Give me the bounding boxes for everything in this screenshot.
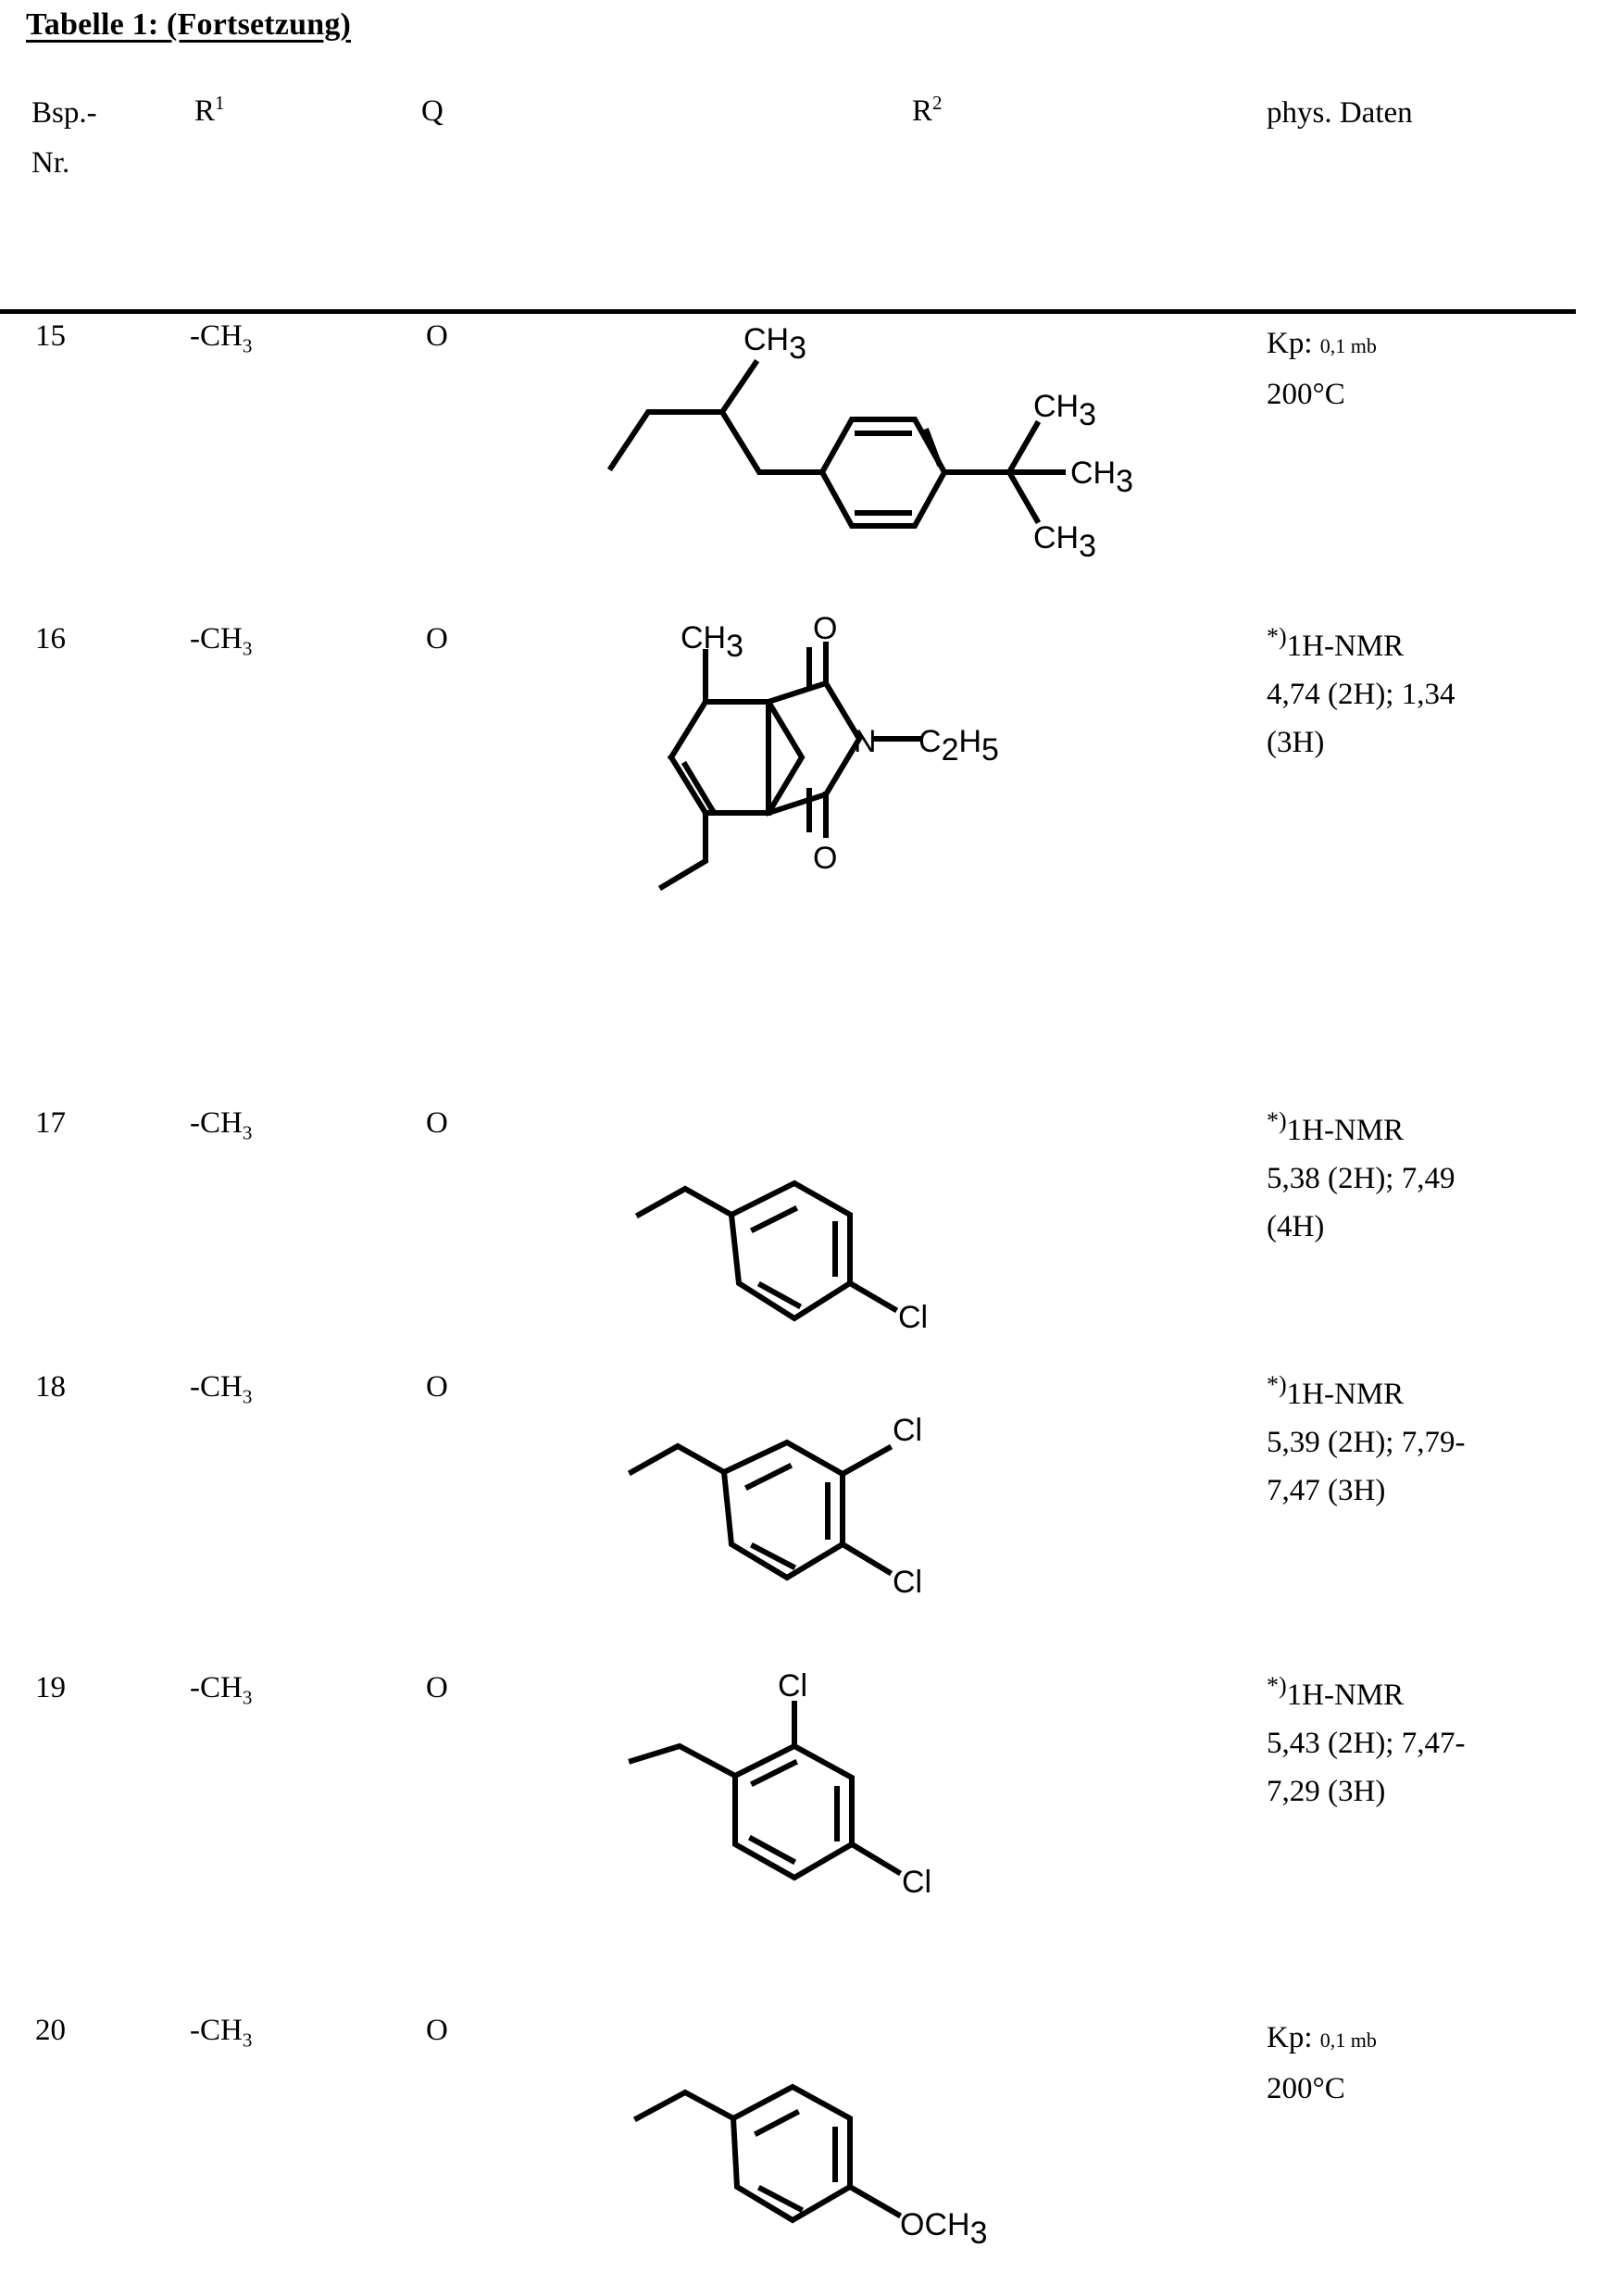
phys-line: *)1H-NMR [1267,1371,1405,1412]
label-ch3-b: CH3 [1070,456,1133,499]
structure-svg-20: OCH3 [632,2083,987,2251]
column-header-r2-superscript: 2 [932,92,943,114]
cell-r1-text: -CH [190,1370,243,1404]
phys-line: Kp: 0,1 mb [1267,327,1377,360]
label-n: N [854,724,877,759]
structure-row-16: CH3 O O N C2H5 [593,611,1074,917]
table-row: 20 [35,2014,66,2047]
table-header-rule [0,309,1576,314]
table-row: 17 [35,1106,66,1140]
column-header-phys-daten: phys. Daten [1267,96,1413,130]
cell-r1-subscript: 3 [242,637,253,660]
structure-svg-16: CH3 O O N C2H5 [657,611,999,892]
phys-line: 5,43 (2H); 7,47- [1267,1727,1466,1760]
label-o-bottom: O [813,841,837,876]
cell-phys-row-16: *)1H-NMR 4,74 (2H); 1,34 (3H) [1267,622,1455,767]
structure-svg-17: Cl [634,1180,928,1335]
phys-line: 7,29 (3H) [1267,1775,1386,1808]
cell-r1-row-15: -CH3 [190,319,253,357]
label-ch3-a: CH3 [1033,389,1096,432]
structure-row-15: CH3 CH3 CH3 CH3 [574,315,1259,564]
phys-line: 200°C [1267,2072,1345,2105]
phys-line: *)1H-NMR [1267,1672,1405,1713]
label-ch3-row16: CH3 [681,620,743,664]
cell-q-row-16: O [426,622,448,655]
label-cl-upper-row18: Cl [893,1413,922,1448]
structure-row-17: Cl [630,1148,1056,1352]
cell-q-row-15: O [426,319,448,353]
phys-line: 4,74 (2H); 1,34 [1267,678,1455,711]
cell-phys-row-17: *)1H-NMR 5,38 (2H); 7,49 (4H) [1267,1106,1455,1251]
column-header-r1: R1 [194,94,225,129]
structure-svg-15: CH3 CH3 CH3 CH3 [606,322,1133,564]
label-cl-top-row19: Cl [778,1668,807,1704]
cell-r1-subscript: 3 [242,1121,253,1144]
cell-r1-text: -CH [190,319,243,353]
table-row: 18 [35,1370,66,1404]
cell-phys-row-19: *)1H-NMR 5,43 (2H); 7,47- 7,29 (3H) [1267,1671,1465,1816]
column-header-q: Q [421,94,443,128]
label-o-top: O [813,611,837,646]
phys-line: (3H) [1267,726,1325,759]
phys-line: 7,47 (3H) [1267,1474,1386,1507]
column-header-r1-superscript: 1 [215,92,225,114]
cell-phys-row-15: Kp: 0,1 mb 200°C [1267,319,1377,418]
cell-r1-row-18: -CH3 [190,1370,252,1406]
label-c2h5: C2H5 [918,724,999,768]
cell-r1-text: -CH [190,622,243,655]
cell-q-row-17: O [426,1106,448,1140]
table-row: 16 [35,622,66,655]
column-header-r1-base: R [194,94,216,128]
cell-q-row-18: O [426,1370,448,1404]
structure-row-19: Cl Cl [622,1657,1057,1916]
cell-q-row-19: O [426,1671,448,1704]
cell-r1-subscript: 3 [242,1686,253,1709]
structure-row-20: OCH3 [628,2048,1072,2270]
column-header-bsp-line2: Nr. [31,146,70,180]
cell-phys-row-20: Kp: 0,1 mb 200°C [1267,2014,1377,2113]
column-header-r2: R2 [912,94,943,129]
table-row: 15 [35,319,66,353]
cell-r1-row-19: -CH3 [190,1671,252,1707]
structure-row-18: Cl Cl [622,1407,1057,1620]
phys-line: Kp: 0,1 mb [1267,2021,1377,2054]
label-cl-right-row19: Cl [902,1865,931,1900]
label-ch3-top: CH3 [743,322,806,366]
phys-line: *)1H-NMR [1267,623,1405,664]
label-cl-lower-row18: Cl [893,1565,922,1600]
label-ch3-c: CH3 [1033,520,1096,564]
page-title: Tabelle 1: (Fortsetzung) [26,7,352,42]
phys-line: 200°C [1267,378,1345,411]
cell-r1-subscript: 3 [242,2029,253,2052]
cell-r1-subscript: 3 [242,334,253,357]
phys-line: 5,38 (2H); 7,49 [1267,1162,1455,1195]
label-och3-row20: OCH3 [900,2207,987,2251]
cell-r1-text: -CH [190,2014,243,2047]
cell-r1-row-16: -CH3 [190,622,252,658]
cell-r1-row-17: -CH3 [190,1106,253,1144]
structure-svg-19: Cl Cl [628,1668,931,1900]
cell-r1-text: -CH [190,1106,243,1140]
cell-q-row-20: O [426,2014,448,2047]
phys-line: (4H) [1267,1210,1325,1243]
phys-line: 5,39 (2H); 7,79- [1267,1426,1466,1459]
label-cl-row17: Cl [898,1300,928,1335]
cell-r1-row-20: -CH3 [190,2014,252,2050]
table-row: 19 [35,1671,66,1704]
structure-svg-18: Cl Cl [627,1413,922,1600]
phys-line: *)1H-NMR [1267,1107,1405,1148]
cell-r1-subscript: 3 [242,1385,253,1408]
column-header-r2-base: R [912,94,933,128]
cell-phys-row-18: *)1H-NMR 5,39 (2H); 7,79- 7,47 (3H) [1267,1370,1465,1515]
cell-r1-text: -CH [190,1671,243,1704]
column-header-bsp-line1: Bsp.- [31,96,97,130]
